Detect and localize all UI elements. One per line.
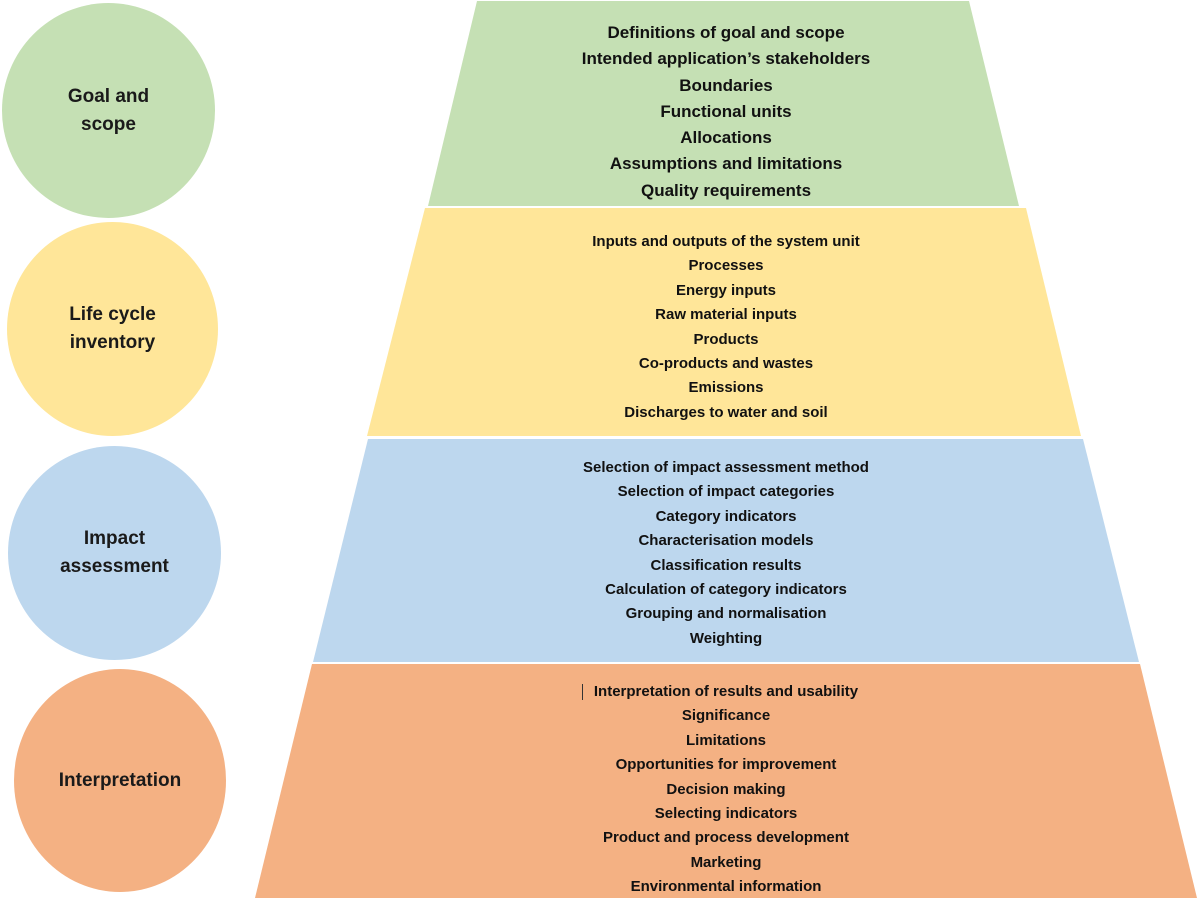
band-item: Selecting indicators: [654, 805, 798, 823]
band-item: Selection of impact categories: [617, 483, 835, 501]
trapezoid-interpretation: [255, 664, 1197, 898]
band-item: Discharges to water and soil: [624, 403, 828, 421]
text-cursor: [582, 684, 583, 700]
band-item: Product and process development: [603, 829, 849, 847]
band-item: Intended application’s stakeholders: [581, 49, 871, 69]
stage-circle-interpretation: Interpretation: [14, 669, 226, 892]
band-item: Category indicators: [655, 507, 797, 525]
band-shape-interpretation: [255, 664, 1197, 898]
band-item: Classification results: [650, 556, 802, 574]
band-shape-goal: [428, 1, 1019, 206]
stage-circle-impact-assessment: Impact assessment: [8, 446, 221, 660]
band-item: Interpretation of results and usability: [593, 683, 859, 700]
band-item: Characterisation models: [638, 532, 814, 550]
band-item: Products: [693, 330, 759, 348]
band-item: Selection of impact assessment method: [583, 459, 869, 476]
band-item: Weighting: [689, 629, 763, 647]
band-item: Definitions of goal and scope: [607, 23, 845, 42]
band-item: Grouping and normalisation: [625, 605, 827, 623]
band-shape-impact: [313, 439, 1139, 662]
stage-circle-label: Life cycle inventory: [69, 304, 156, 353]
stage-circle-label: Goal and scope: [67, 85, 150, 135]
band-item: Raw material inputs: [655, 306, 797, 324]
band-item: Functional units: [660, 101, 792, 121]
trapezoid-lci: [367, 208, 1081, 436]
band-item: Assumptions and limitations: [609, 154, 843, 174]
band-item: Limitations: [685, 731, 766, 749]
stage-circle-label: Impact assessment: [60, 528, 169, 577]
band-item: Processes: [688, 257, 764, 275]
trapezoid-impact: [313, 439, 1139, 662]
band-item: Marketing: [690, 853, 762, 871]
band-shape-lci: [367, 208, 1081, 436]
band-item: Energy inputs: [675, 281, 776, 299]
band-item: Decision making: [666, 780, 786, 798]
stage-circle-label: Interpretation: [58, 769, 182, 791]
band-item: Inputs and outputs of the system unit: [592, 233, 860, 250]
band-item: Emissions: [688, 379, 764, 397]
stage-circle-life-cycle-inventory: Life cycle inventory: [7, 222, 218, 436]
band-item: Environmental information: [630, 878, 822, 896]
band-item: Boundaries: [679, 75, 773, 95]
band-item: Calculation of category indicators: [605, 581, 847, 599]
band-item: Quality requirements: [640, 180, 812, 200]
trapezoid-goal: [428, 1, 1019, 206]
band-item: Co-products and wastes: [638, 355, 814, 373]
stage-circle-goal-and-scope: Goal and scope: [2, 3, 215, 218]
band-item: Allocations: [680, 128, 772, 148]
band-item: Significance: [681, 707, 771, 725]
band-item: Opportunities for improvement: [615, 756, 837, 774]
